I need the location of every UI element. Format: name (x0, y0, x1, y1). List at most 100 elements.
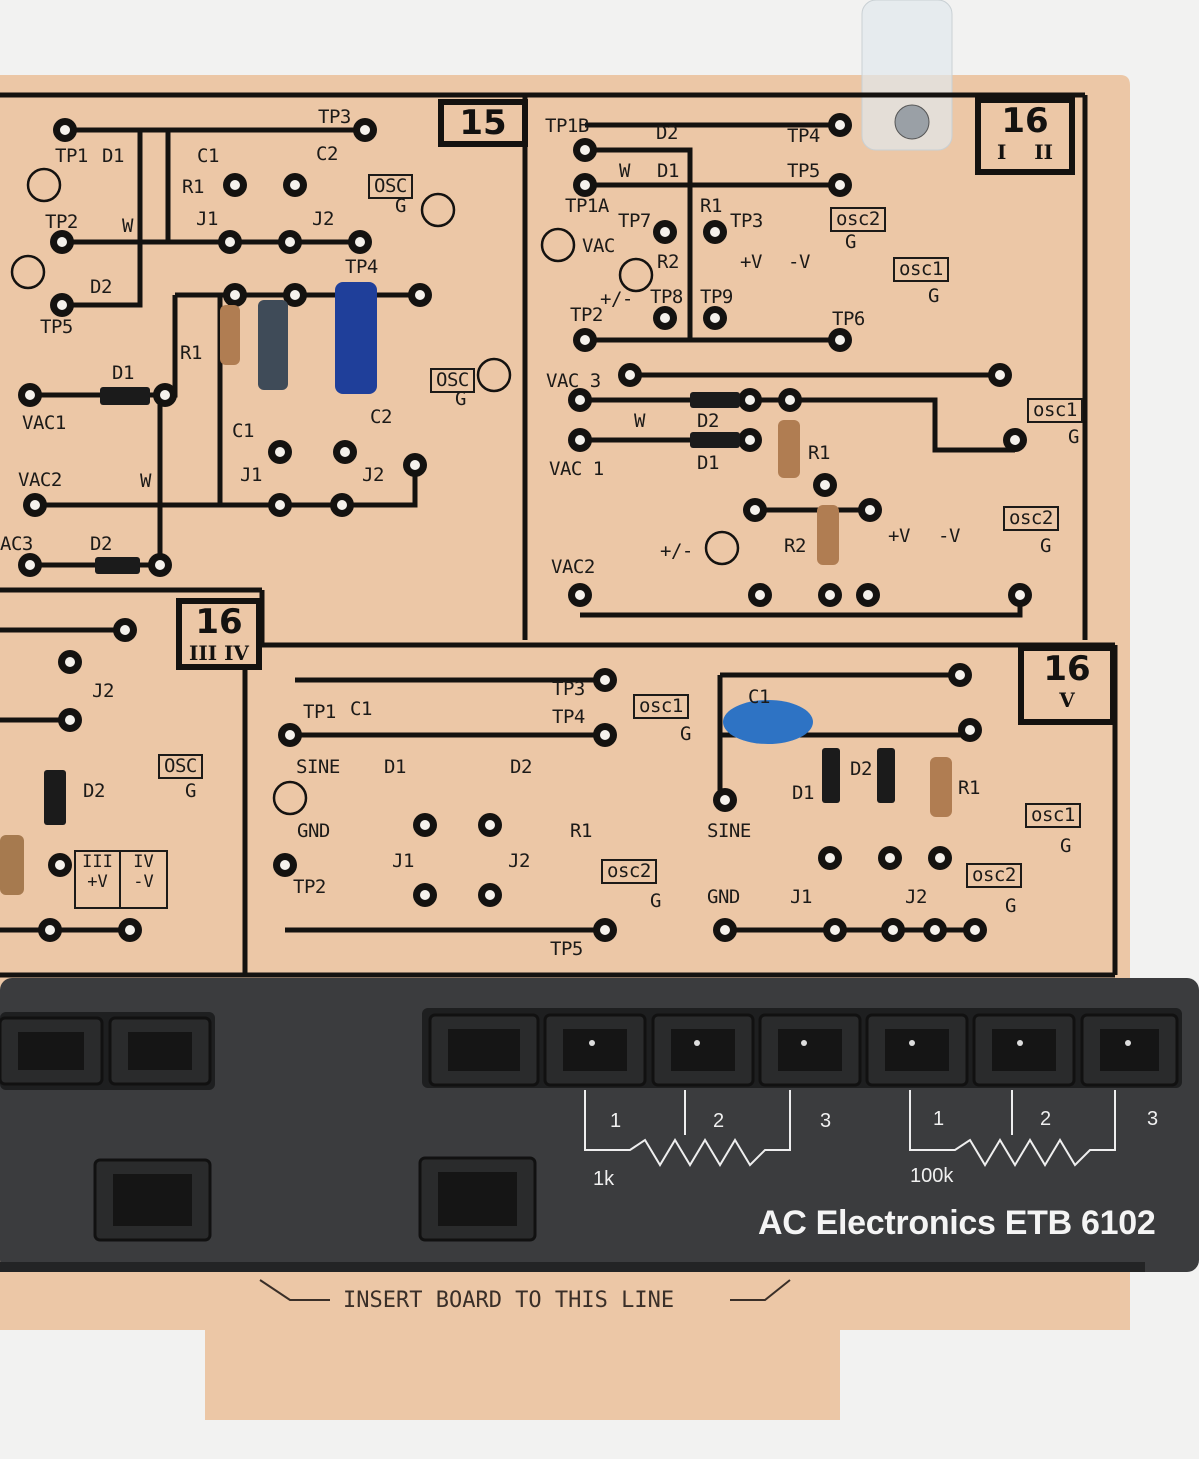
component-label: W (122, 215, 133, 237)
component-label: D2 (83, 780, 105, 802)
test-pin-icon (835, 335, 845, 345)
test-pin-icon (65, 715, 75, 725)
panel-edge (0, 1262, 1145, 1272)
component-label: D2 (850, 758, 872, 780)
component-label: TP1 (303, 701, 336, 723)
component-label: G (185, 780, 196, 802)
test-pin-icon (575, 435, 585, 445)
source-meter-icon (618, 257, 654, 293)
component-label: G (1060, 835, 1071, 857)
component-label: G (650, 890, 661, 912)
insert-line-label: INSERT BOARD TO THIS LINE (343, 1288, 675, 1313)
test-pin-icon (420, 890, 430, 900)
socket-hole (778, 1029, 842, 1071)
oscilloscope-connection-label: osc2 (966, 863, 1022, 888)
component-label: -V (788, 251, 810, 273)
roman-iii: III (189, 641, 218, 666)
component-label: VAC1 (22, 412, 66, 434)
potentiometer-symbol (909, 1090, 1116, 1167)
component-label: TP3 (730, 210, 763, 232)
oscilloscope-connection-label: osc1 (893, 257, 949, 282)
socket-contact (909, 1040, 915, 1046)
component-label: TP2 (45, 211, 78, 233)
component-label: TP1B (545, 115, 589, 137)
roman-i: I (997, 140, 1007, 165)
component-label: GND (707, 886, 740, 908)
section-number: 15 (459, 103, 507, 143)
section-15-badge: 15 (438, 99, 528, 147)
component-label: VAC2 (18, 469, 62, 491)
copper-trace (62, 130, 143, 308)
pot1-pin3: 3 (820, 1110, 832, 1132)
blue-capacitor-c1 (723, 700, 813, 744)
diode-d1 (690, 432, 740, 448)
test-pin-icon (1015, 590, 1025, 600)
component-label: C2 (370, 406, 392, 428)
model-label: AC Electronics ETB 6102 (758, 1204, 1156, 1242)
component-label: D2 (656, 122, 678, 144)
source-meter-icon (420, 192, 456, 228)
component-label: G (845, 231, 856, 253)
socket-contact (1125, 1040, 1131, 1046)
component-label: R1 (958, 777, 980, 799)
diode-d2 (95, 557, 140, 574)
pot1-pin2: 2 (713, 1110, 725, 1132)
supply-plus-v: +V (87, 872, 108, 892)
oscilloscope-connection-label: osc2 (601, 859, 657, 884)
test-pin-icon (485, 820, 495, 830)
test-pin-icon (600, 730, 610, 740)
test-pin-icon (60, 125, 70, 135)
component-label: R1 (700, 195, 722, 217)
component-label: +/- (600, 288, 633, 310)
component-label: TP2 (293, 876, 326, 898)
test-pin-icon (285, 730, 295, 740)
component-label: G (1005, 895, 1016, 917)
component-label: TP5 (550, 938, 583, 960)
component-label: D1 (102, 145, 124, 167)
component-label: C1 (748, 686, 770, 708)
insert-line-right (730, 1279, 791, 1301)
test-pin-icon (580, 335, 590, 345)
copper-trace (585, 147, 693, 340)
socket-contact (694, 1040, 700, 1046)
component-label: TP5 (40, 316, 73, 338)
source-meter-icon (704, 530, 740, 566)
diode-d2 (44, 770, 66, 825)
component-label: D2 (90, 533, 112, 555)
component-label: D1 (792, 782, 814, 804)
test-pin-icon (280, 860, 290, 870)
test-pin-icon (575, 395, 585, 405)
blue-electrolytic-capacitor-c2 (335, 282, 377, 394)
test-pin-icon (660, 313, 670, 323)
diode-d1 (822, 748, 840, 803)
source-meter-icon (26, 167, 62, 203)
test-pin-icon (125, 925, 135, 935)
component-label: R1 (808, 442, 830, 464)
test-pin-icon (65, 657, 75, 667)
test-pin-icon (835, 180, 845, 190)
component-label: TP4 (787, 125, 820, 147)
component-label: J1 (240, 464, 262, 486)
pot2-pin2: 2 (1040, 1108, 1052, 1130)
test-pin-icon (710, 313, 720, 323)
component-label: G (928, 285, 939, 307)
component-label: TP9 (700, 286, 733, 308)
component-label: D1 (112, 362, 134, 384)
component-label: W (619, 160, 630, 182)
test-pin-icon (830, 925, 840, 935)
socket-contact (1017, 1040, 1023, 1046)
insert-line-left (259, 1279, 330, 1301)
resistor-r1 (220, 305, 240, 365)
roman-v: V (1059, 688, 1075, 713)
test-pin-icon (885, 853, 895, 863)
diode-d1 (100, 387, 150, 405)
test-pin-icon (160, 390, 170, 400)
component-label: C1 (350, 698, 372, 720)
test-pin-icon (120, 625, 130, 635)
pot2-value: 100k (910, 1165, 954, 1187)
oscilloscope-connection-label: osc1 (1027, 398, 1083, 423)
test-pin-icon (720, 925, 730, 935)
component-label: TP5 (787, 160, 820, 182)
